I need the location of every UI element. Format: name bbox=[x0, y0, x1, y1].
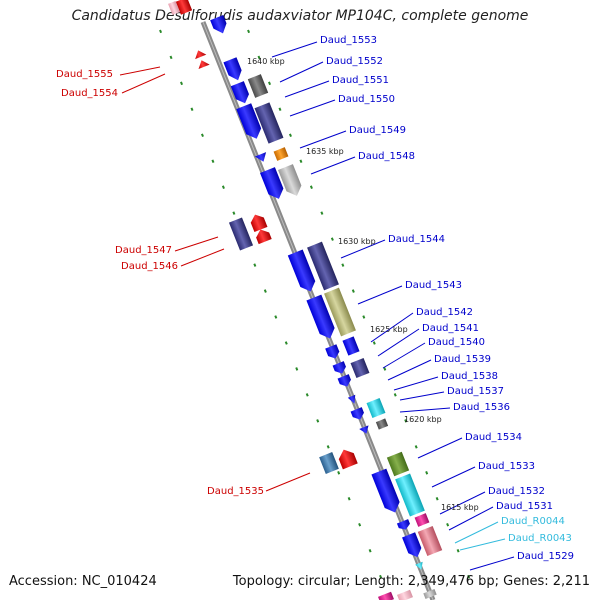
feature-daud-1536-a bbox=[350, 407, 364, 420]
feature-daud-1541 bbox=[325, 344, 340, 359]
gene-label[interactable]: Daud_1541 bbox=[422, 323, 479, 334]
gene-label[interactable]: Daud_1534 bbox=[465, 432, 522, 443]
leader-lines bbox=[119, 41, 515, 571]
feature-daud-1535-b bbox=[338, 449, 358, 470]
feature-daud-1549 bbox=[254, 152, 267, 162]
feature-daud-1548-b bbox=[278, 164, 302, 196]
rna-gene-labels: Daud_R0044 Daud_R0043 bbox=[501, 516, 572, 544]
feature-daud-1538 bbox=[337, 374, 351, 387]
feature-daud-1554 bbox=[198, 60, 210, 70]
feature-daud-1540 bbox=[350, 357, 370, 379]
scale-label: 1635 kbp bbox=[306, 147, 344, 156]
gene-label[interactable]: Daud_1547 bbox=[115, 245, 172, 256]
gene-label[interactable]: Daud_R0044 bbox=[501, 516, 565, 527]
feature-daud-1553 bbox=[210, 15, 227, 34]
feature-daud-1544-b bbox=[307, 241, 339, 291]
gene-label[interactable]: Daud_1536 bbox=[453, 402, 510, 413]
feature-daud-1534-b bbox=[359, 425, 369, 434]
feature-daud-1531 bbox=[414, 513, 430, 527]
gene-label[interactable]: Daud_1555 bbox=[56, 69, 113, 80]
inner-guide bbox=[159, 29, 391, 600]
feature-daud-1543-b bbox=[324, 287, 356, 337]
feature-small-gray bbox=[375, 418, 389, 430]
gene-label[interactable]: Daud_1548 bbox=[358, 151, 415, 162]
feature-daud-1535-a bbox=[319, 452, 339, 474]
gene-label[interactable]: Daud_1542 bbox=[416, 307, 473, 318]
feature-daud-r0044 bbox=[417, 525, 443, 557]
feature-bottom-gray bbox=[423, 588, 437, 600]
gene-label[interactable]: Daud_1546 bbox=[121, 261, 178, 272]
feature-daud-1533-a bbox=[371, 468, 400, 513]
feature-daud-1532 bbox=[396, 519, 410, 530]
feature-daud-1533-b bbox=[395, 473, 425, 517]
feature-daud-1555 bbox=[195, 50, 207, 60]
gene-label[interactable]: Daud_1529 bbox=[517, 551, 574, 562]
feature-daud-1550-c bbox=[254, 102, 284, 144]
feature-orange bbox=[273, 147, 289, 161]
scale-label: 1625 kbp bbox=[370, 325, 408, 334]
scale-label: 1615 kbp bbox=[441, 503, 479, 512]
scale-label: 1620 kbp bbox=[404, 415, 442, 424]
feature-daud-1542 bbox=[342, 336, 360, 356]
scale-labels: 1640 kbp 1635 kbp 1630 kbp 1625 kbp 1620… bbox=[247, 57, 479, 512]
feature-daud-r0043 bbox=[415, 561, 423, 570]
accession-text: Accession: NC_010424 bbox=[9, 574, 157, 589]
gene-label[interactable]: Daud_1539 bbox=[434, 354, 491, 365]
gene-label[interactable]: Daud_1537 bbox=[447, 386, 504, 397]
gene-label[interactable]: Daud_1551 bbox=[332, 75, 389, 86]
gene-label[interactable]: Daud_1550 bbox=[338, 94, 395, 105]
feature-daud-1551 bbox=[247, 74, 269, 98]
feature-top-red bbox=[175, 0, 193, 15]
reverse-gene-labels: Daud_1555 Daud_1554 Daud_1547 Daud_1546 … bbox=[56, 69, 264, 497]
scale-label: 1630 kbp bbox=[338, 237, 376, 246]
feature-daud-1550-b bbox=[236, 103, 262, 139]
gene-label[interactable]: Daud_1533 bbox=[478, 461, 535, 472]
feature-bottom-magenta bbox=[378, 591, 394, 600]
gene-label[interactable]: Daud_1553 bbox=[320, 35, 377, 46]
feature-daud-1534-a bbox=[386, 451, 410, 477]
features bbox=[168, 0, 443, 600]
feature-daud-1544-a bbox=[287, 249, 316, 292]
gene-label[interactable]: Daud_1544 bbox=[388, 234, 445, 245]
topology-text: Topology: circular; Length: 2,349,476 bp… bbox=[232, 574, 590, 589]
feature-bottom-pink bbox=[397, 589, 413, 600]
feature-daud-1552 bbox=[223, 57, 242, 81]
feature-daud-1548-a bbox=[260, 167, 284, 199]
gene-label[interactable]: Daud_1535 bbox=[207, 486, 264, 497]
feature-daud-1539 bbox=[332, 361, 346, 374]
feature-daud-1543-a bbox=[306, 294, 335, 339]
gene-label[interactable]: Daud_R0043 bbox=[508, 533, 572, 544]
feature-daud-1529-a bbox=[402, 532, 422, 558]
feature-daud-1546 bbox=[256, 229, 272, 245]
feature-daud-1547-b bbox=[250, 214, 268, 233]
feature-daud-1536-b bbox=[366, 397, 386, 419]
gene-label[interactable]: Daud_1543 bbox=[405, 280, 462, 291]
gene-label[interactable]: Daud_1549 bbox=[349, 125, 406, 136]
gene-label[interactable]: Daud_1532 bbox=[488, 486, 545, 497]
gene-label[interactable]: Daud_1538 bbox=[441, 371, 498, 382]
gene-label[interactable]: Daud_1554 bbox=[61, 88, 118, 99]
gene-label[interactable]: Daud_1552 bbox=[326, 56, 383, 67]
feature-daud-1537 bbox=[347, 394, 356, 404]
gene-label[interactable]: Daud_1540 bbox=[428, 337, 485, 348]
feature-daud-1547-a bbox=[228, 217, 254, 251]
gene-label[interactable]: Daud_1531 bbox=[496, 501, 553, 512]
scale-label: 1640 kbp bbox=[247, 57, 285, 66]
forward-gene-labels: Daud_1553 Daud_1552 Daud_1551 Daud_1550 … bbox=[320, 35, 574, 562]
feature-daud-1550-a bbox=[230, 81, 249, 104]
feature-top-pink bbox=[168, 0, 180, 16]
